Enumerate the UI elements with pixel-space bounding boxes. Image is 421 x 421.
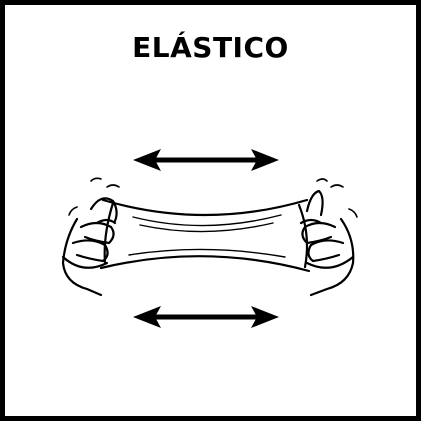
stretched-band-icon: [99, 198, 311, 273]
right-hand-icon: [299, 178, 358, 297]
pictogram-title: ELÁSTICO: [132, 31, 289, 64]
pictogram-illustration: [61, 149, 358, 328]
bottom-double-arrow-icon: [133, 306, 279, 328]
top-double-arrow-icon: [133, 149, 279, 171]
left-hand-icon: [61, 177, 120, 297]
